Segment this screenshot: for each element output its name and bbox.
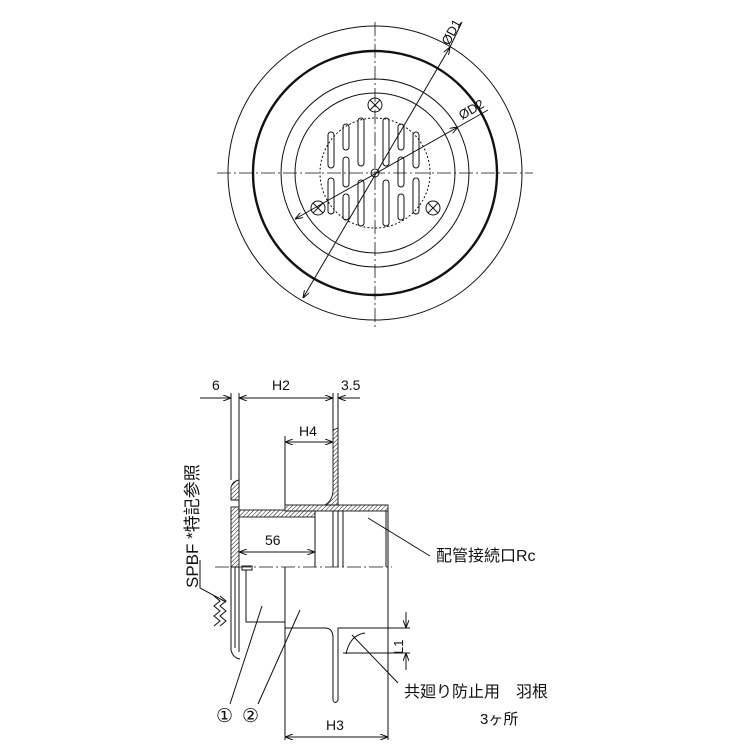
body-outline	[314, 511, 389, 567]
d2-label: ØD2	[456, 96, 487, 122]
dim-3-5: 3.5	[341, 377, 361, 393]
dim-6: 6	[212, 377, 220, 393]
vane-leader	[351, 634, 399, 684]
anti-rotation-vane-label: 共廻り防止用 羽根	[404, 683, 548, 701]
dim-h3: H3	[326, 717, 344, 733]
part-1-outline	[245, 570, 285, 623]
top-view: ØD1 ØD2	[217, 17, 533, 330]
part-2-label: ②	[242, 706, 259, 727]
outer-flange-circle	[227, 25, 523, 321]
side-view: 6 H2 3.5 H4 56 H3 L1	[183, 377, 548, 740]
dim-l1: L1	[391, 640, 406, 654]
dim-h2: H2	[272, 377, 290, 393]
screw-icon	[425, 200, 441, 216]
vane-outline	[285, 627, 410, 703]
wing-section	[323, 427, 339, 506]
part-1-label: ①	[216, 706, 233, 727]
spbf-note-label: SPBF *特記参照	[183, 464, 202, 588]
dim-56: 56	[265, 532, 281, 548]
part-1-leader	[229, 605, 263, 705]
pipe-leader	[367, 517, 431, 557]
spbf-leader	[199, 560, 227, 603]
extension-lines	[230, 393, 339, 510]
grate-slots	[327, 117, 420, 227]
gasket-zigzag	[213, 595, 227, 627]
d1-label: ØD1	[438, 17, 464, 48]
d2-dimension-line	[295, 127, 458, 219]
pipe-connection-label: 配管接続口Rc	[436, 547, 536, 565]
body-top-section	[284, 504, 389, 512]
dim-h4: H4	[299, 423, 317, 439]
gasket-lip	[230, 479, 240, 501]
part-2-leader	[257, 609, 301, 705]
flange-section	[230, 506, 240, 568]
gasket-lower	[230, 567, 241, 660]
vane-count-label: 3ヶ所	[480, 711, 518, 728]
